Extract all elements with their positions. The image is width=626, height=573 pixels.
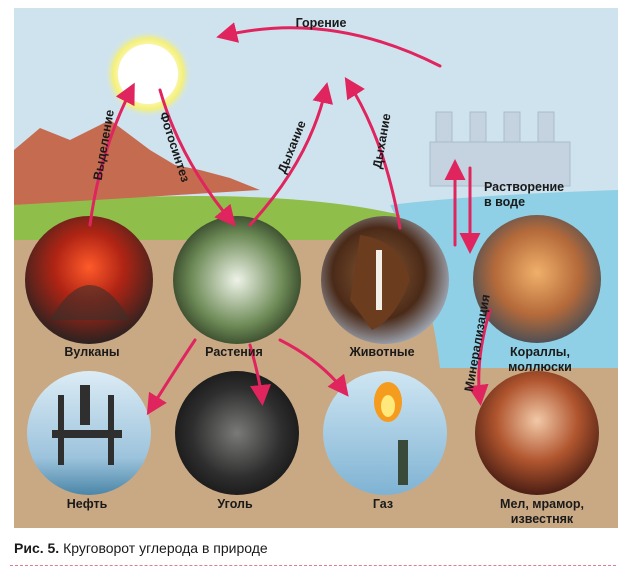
chalk-photo: [475, 371, 599, 495]
coal-photo: [175, 371, 299, 495]
plants-photo: [173, 216, 301, 344]
plants-to-gas-arrow: [278, 338, 349, 397]
figure-title: Круговорот углерода в природе: [63, 540, 268, 556]
chalk-label-1: Мел, мрамор,: [500, 497, 584, 511]
combustion-arrow: [216, 22, 442, 68]
corals-label-2: моллюски: [508, 360, 572, 374]
mountains: [14, 120, 260, 205]
dissolution-label-1: Растворение: [484, 180, 565, 194]
process-arrows: [88, 22, 492, 416]
chalk-label-2: известняк: [510, 512, 574, 526]
respiration-plants-arrow: [248, 82, 333, 227]
coal-label: Уголь: [217, 497, 253, 511]
animals-label: Животные: [349, 345, 415, 359]
gas-label: Газ: [372, 497, 394, 511]
dissolution-label-2: в воде: [484, 195, 526, 209]
plants-to-oil-arrow: [146, 338, 197, 416]
corals-label-1: Кораллы,: [510, 345, 570, 359]
photosynthesis-arrow: [158, 88, 236, 227]
emission-arrow: [88, 82, 135, 227]
combustion-label: Горение: [295, 16, 347, 30]
plants-label: Растения: [205, 345, 263, 359]
volcano-photo: [25, 216, 153, 344]
oil-label: Нефть: [66, 497, 108, 511]
respiration-animals-arrow: [344, 76, 402, 230]
volcanoes-label: Вулканы: [64, 345, 120, 359]
figure-caption: Рис. 5. Круговорот углерода в природе: [14, 540, 268, 556]
caption-rule: [10, 565, 616, 566]
plants-to-coal-arrow: [248, 343, 271, 406]
gas-photo: [323, 371, 447, 495]
mineralization-arrow: [467, 308, 492, 406]
corals-photo: [473, 215, 601, 343]
figure-number: Рис. 5.: [14, 540, 60, 556]
oil-rig-icon: [52, 385, 122, 465]
